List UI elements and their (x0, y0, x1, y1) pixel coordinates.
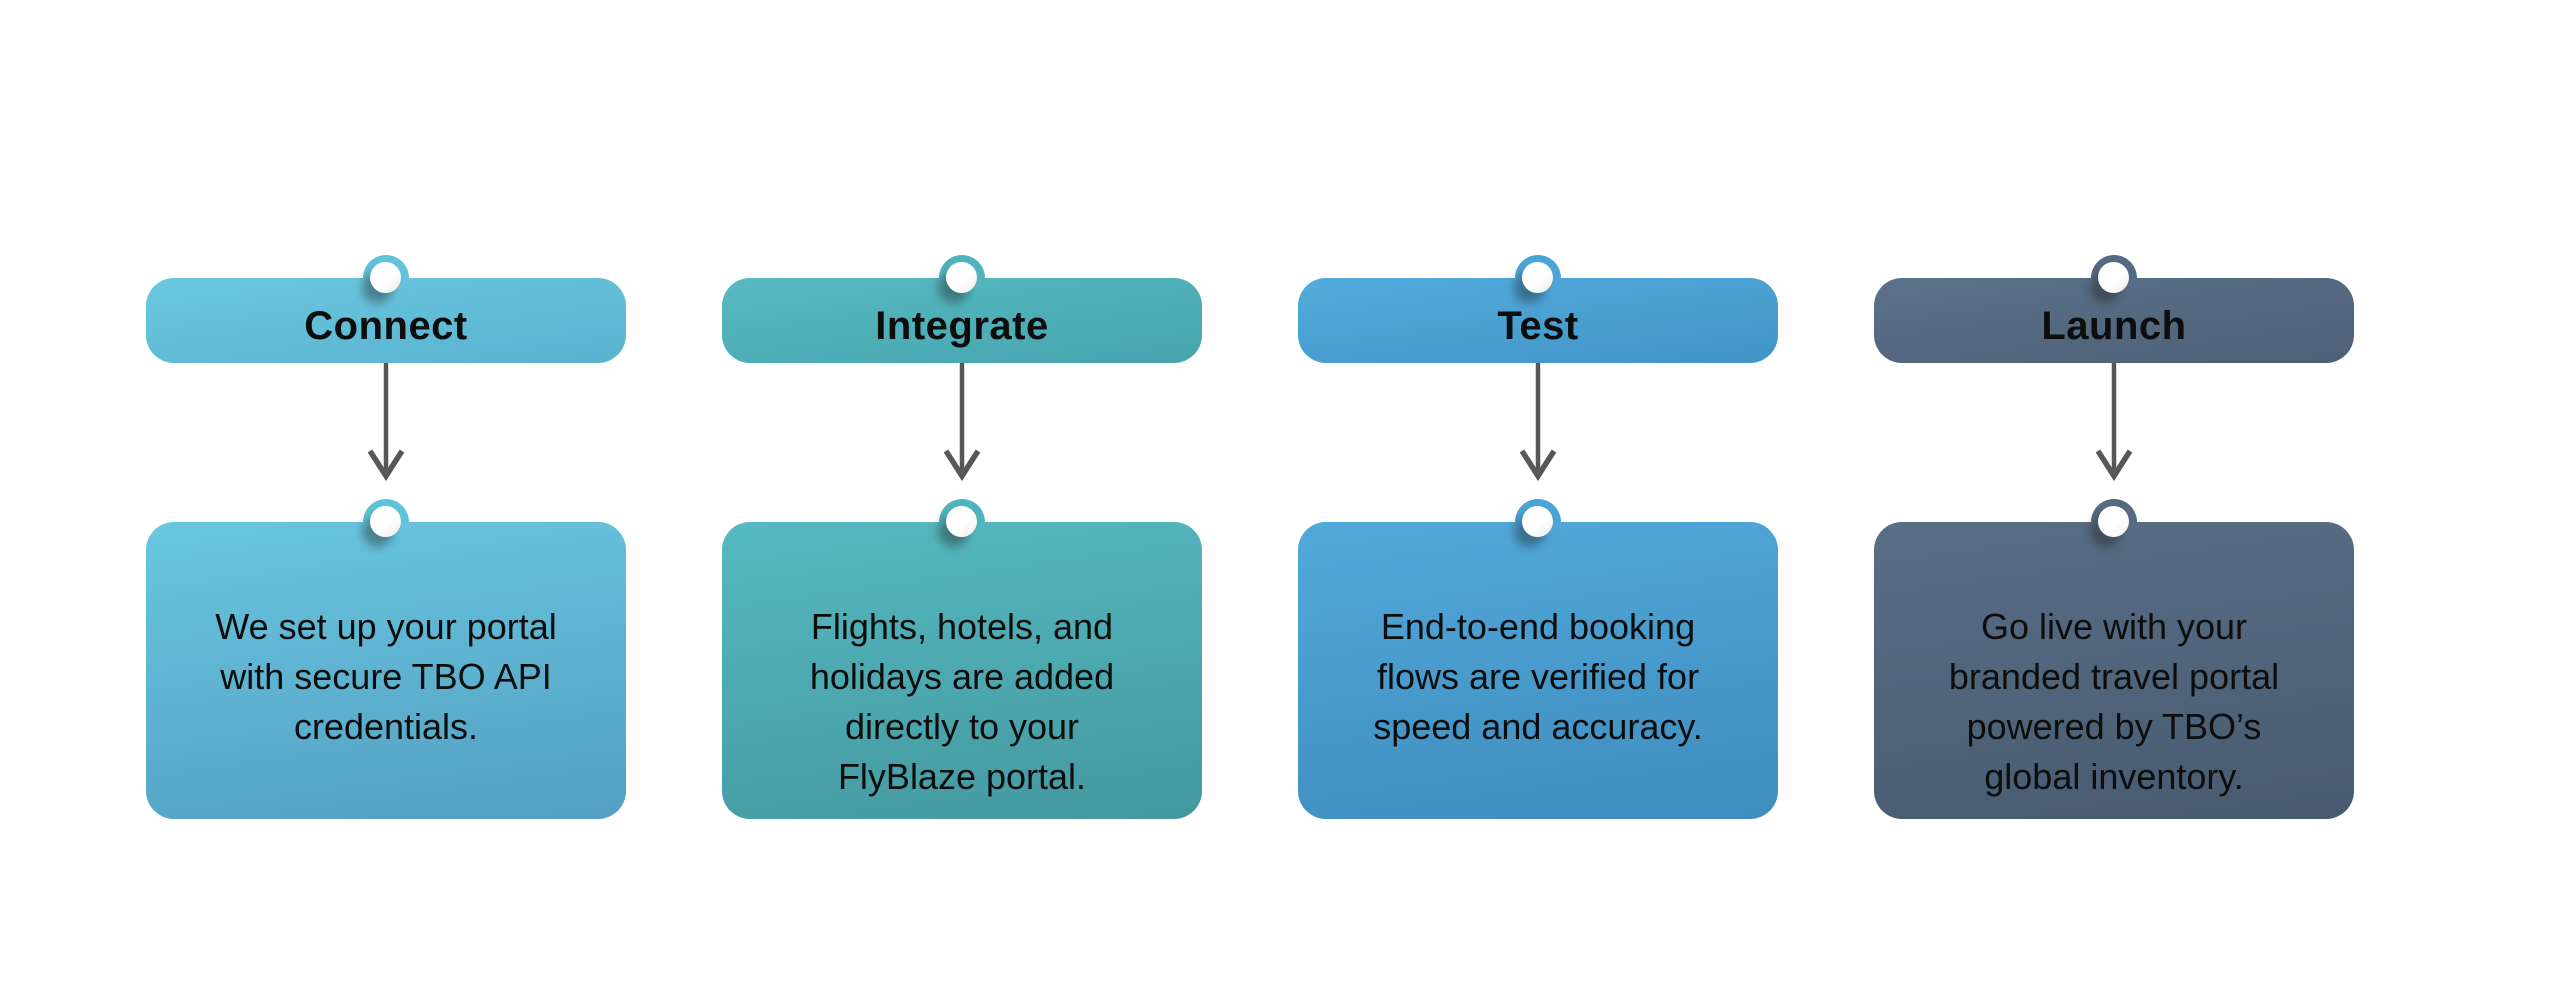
pin-dot-icon (2098, 506, 2129, 537)
step-column-test: Test End-to-end booking flows are verifi… (1298, 0, 1778, 1003)
step-card: Go live with your branded travel portal … (1874, 522, 2354, 819)
step-title: Launch (2041, 304, 2187, 348)
arrow-down-icon (943, 363, 981, 481)
pin-dot-icon (2098, 262, 2129, 293)
step-description: Go live with your branded travel portal … (1948, 606, 2280, 797)
step-column-integrate: Integrate Flights, hotels, and holidays … (722, 0, 1202, 1003)
pin-dot-icon (946, 506, 977, 537)
arrow-down-icon (367, 363, 405, 481)
step-card: We set up your portal with secure TBO AP… (146, 522, 626, 819)
step-pill: Integrate (722, 278, 1202, 363)
step-title: Connect (304, 304, 468, 348)
step-column-launch: Launch Go live with your branded travel … (1874, 0, 2354, 1003)
step-title: Integrate (875, 304, 1049, 348)
process-flow: Connect We set up your portal with secur… (146, 0, 2354, 1003)
pin-dot-icon (946, 262, 977, 293)
step-column-connect: Connect We set up your portal with secur… (146, 0, 626, 1003)
arrow-down-icon (2095, 363, 2133, 481)
pin-dot-icon (370, 506, 401, 537)
step-description: We set up your portal with secure TBO AP… (215, 606, 557, 747)
step-description: End-to-end booking flows are verified fo… (1373, 606, 1703, 747)
step-description: Flights, hotels, and holidays are added … (809, 606, 1115, 797)
pin-dot-icon (1522, 506, 1553, 537)
pin-dot-icon (370, 262, 401, 293)
step-card: Flights, hotels, and holidays are added … (722, 522, 1202, 819)
pin-dot-icon (1522, 262, 1553, 293)
step-title: Test (1497, 304, 1579, 348)
arrow-down-icon (1519, 363, 1557, 481)
step-card: End-to-end booking flows are verified fo… (1298, 522, 1778, 819)
